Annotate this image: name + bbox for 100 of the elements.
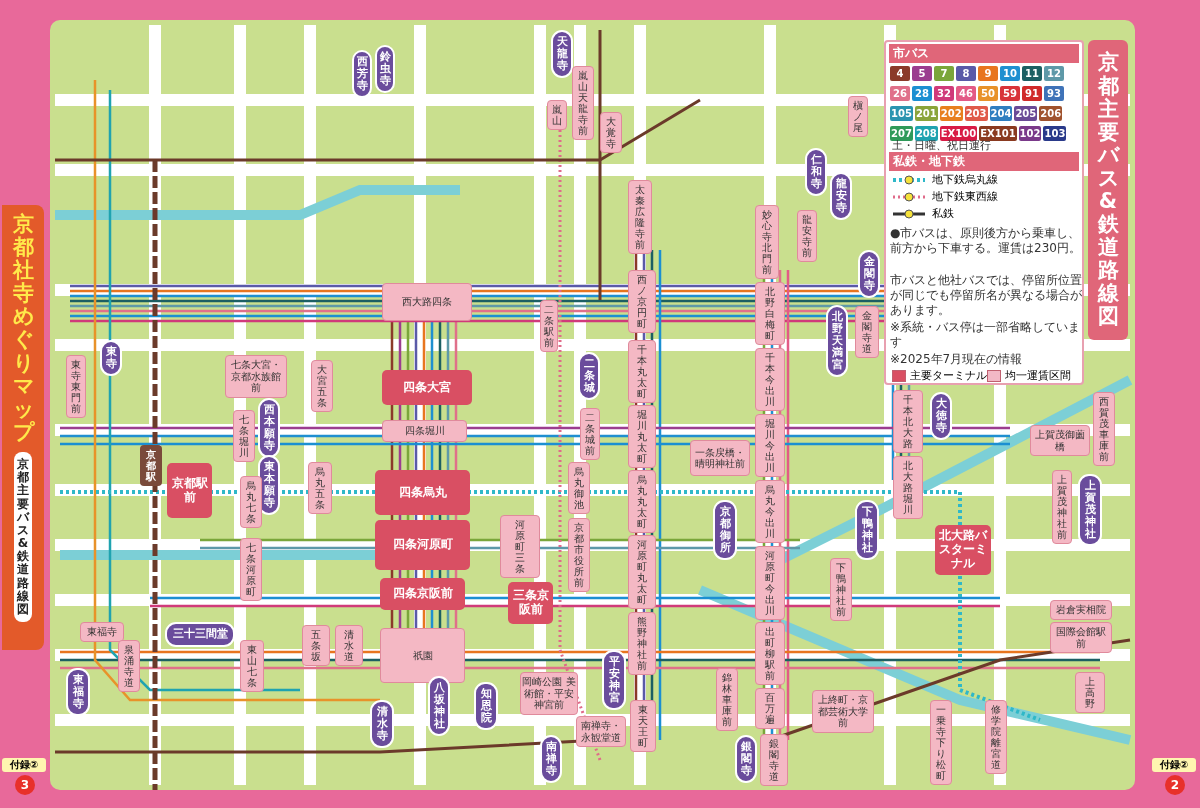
stop-name: 二条駅前: [544, 304, 554, 348]
route-number-badge: 93: [1044, 86, 1064, 101]
route-number-badge: 10: [1000, 66, 1020, 81]
terminal-name: 四条大宮: [403, 380, 451, 395]
stop-name: 清水道: [344, 629, 354, 662]
stop-name: 一乗寺下り松町: [936, 704, 946, 781]
temple-name-tag: [66, 668, 90, 717]
terminal-name: 北大路バスターミナル: [939, 529, 987, 571]
stop-name: 西賀茂車庫前: [1099, 396, 1109, 462]
terminal-name: 四条河原町: [392, 538, 453, 552]
bus-stop-box: [755, 688, 785, 729]
stop-name: 五条坂: [311, 629, 321, 662]
temple-name: 平安神宮: [608, 656, 620, 705]
stop-name: 河原町三条: [515, 519, 525, 574]
stop-name: 烏丸五条: [315, 466, 325, 510]
bus-stop-box: [1052, 470, 1072, 544]
route-number-badge: 46: [956, 86, 976, 101]
bus-stop-box: [755, 480, 785, 543]
bus-stop-box: [382, 283, 472, 321]
bus-stop-box: [630, 700, 656, 752]
temple-name: 上賀茂神社: [1084, 480, 1096, 541]
bus-stop-box: [1050, 600, 1112, 620]
side-title-band: [2, 205, 44, 650]
legend-text: 均一運賃区間: [1005, 368, 1071, 383]
stop-name: 上賀茂御薗橋: [1034, 429, 1086, 452]
stop-name: 東天王町: [638, 704, 648, 748]
legend-text: 主要ターミナル: [910, 368, 987, 383]
temple-name-tag: [826, 305, 848, 378]
bus-stop-box: [547, 100, 567, 130]
legend-note: 市バスと他社バスでは、停留所位置が同じでも停留所名が異なる場合があります。: [890, 273, 1082, 318]
stop-name: 京都市役所前: [574, 522, 584, 588]
bus-stop-box: [628, 405, 656, 468]
route-number-badge: 11: [1022, 66, 1042, 81]
route-number-badge: 201: [914, 106, 938, 121]
temple-name-tag: [165, 622, 235, 647]
bus-stop-box: [540, 300, 558, 352]
route-number-badge: 28: [912, 86, 932, 101]
temple-name: 銀閣寺: [740, 741, 752, 778]
route-number-badge: 4: [890, 66, 910, 81]
temple-name-tag: [551, 30, 573, 79]
stop-name: 上終町・京都芸術大学前: [817, 694, 869, 729]
stop-name: 千本北大路: [903, 394, 913, 449]
terminal-name: 京都駅前: [171, 476, 208, 505]
terminal-name: 四条京阪前: [392, 587, 453, 601]
bus-stop-box: [755, 282, 785, 345]
bus-stop-box: [240, 476, 262, 528]
route-number-badge: 26: [890, 86, 910, 101]
stop-name: 岩倉実相院: [1056, 604, 1106, 616]
route-number-badge: 208: [914, 126, 938, 141]
page-number: 2: [1165, 775, 1185, 795]
stop-name: 西ノ京円町: [637, 274, 647, 329]
temple-name-tag: [1078, 474, 1102, 547]
bus-stop-box: [628, 340, 656, 403]
temple-name-tag: [474, 682, 498, 731]
bus-stop-box: [848, 96, 868, 137]
legend-text: 私鉄: [932, 206, 954, 221]
station-name: 京都駅: [146, 449, 156, 482]
bus-stop-box: [628, 270, 656, 333]
stop-name: 下鴨神社前: [836, 562, 846, 617]
bus-stop-box: [568, 462, 590, 514]
stop-name: 妙心寺北門前: [762, 209, 772, 275]
stop-name: 太秦広隆寺前: [635, 184, 645, 250]
bus-stop-box: [380, 628, 465, 683]
terminal-box: [375, 470, 470, 515]
appendix-tag: 付録②: [1152, 758, 1196, 772]
temple-name-tag: [352, 50, 372, 99]
temple-name: 二条城: [583, 358, 595, 395]
route-number-badge: 50: [978, 86, 998, 101]
stop-name: 槇ノ尾: [853, 100, 863, 133]
bus-stop-box: [930, 700, 952, 785]
bus-stop-box: [66, 355, 86, 418]
legend-note: ※2025年7月現在の情報: [890, 352, 1024, 367]
temple-name-tag: [713, 500, 737, 561]
bus-stop-box: [580, 408, 600, 460]
temple-name: 東本願寺: [263, 461, 275, 510]
diagram-title: 京都主要バス&鉄道路線図: [1097, 51, 1119, 329]
terminal-box: [380, 578, 465, 610]
terminal-name: 三条京阪前: [512, 589, 549, 617]
bus-stop-box: [568, 518, 590, 592]
bus-stop-box: [690, 440, 750, 476]
stop-name: 錦林車庫前: [722, 672, 732, 727]
route-number-badge: 12: [1044, 66, 1064, 81]
stop-name: 嵐山: [552, 104, 562, 126]
stop-name: 七条河原町: [246, 542, 256, 597]
temple-name: 龍安寺: [835, 178, 847, 215]
route-number-badge: 204: [989, 106, 1013, 121]
stop-name: 出町柳駅前: [765, 626, 775, 681]
bus-stop-box: [628, 470, 656, 533]
temple-name: 天龍寺: [556, 36, 568, 73]
stop-name: 烏丸御池: [574, 466, 584, 510]
bus-stop-box: [311, 360, 333, 412]
temple-name: 東寺: [105, 346, 117, 371]
route-number-badge: 5: [912, 66, 932, 81]
bus-stop-box: [755, 622, 785, 685]
legend-note: ※系統・バス停は一部省略しています: [890, 320, 1082, 350]
stop-name: 上賀茂神社前: [1057, 474, 1067, 540]
bus-stop-box: [308, 462, 332, 514]
bus-stop-box: [755, 205, 779, 279]
bus-stop-box: [755, 414, 785, 477]
bus-stop-box: [628, 535, 656, 609]
